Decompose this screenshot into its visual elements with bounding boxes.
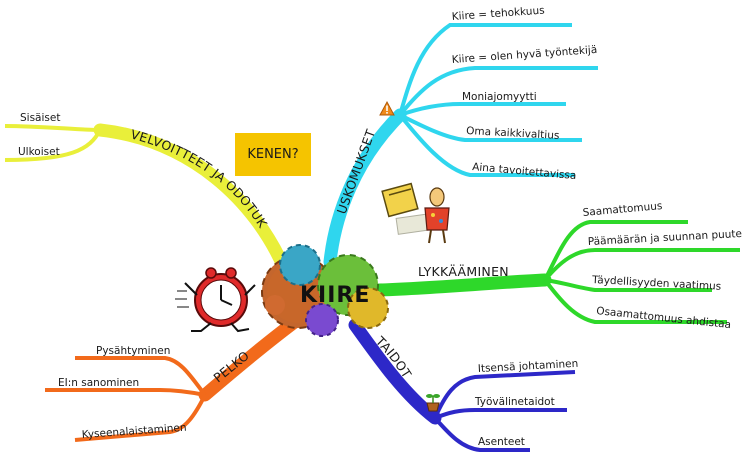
uskomukset-item-4: Oma kaikkivaltius: [466, 125, 560, 142]
uskomukset-item-2: Kiire = olen hyvä työntekijä: [451, 44, 597, 66]
pelko-item-1: Pysähtyminen: [96, 345, 170, 357]
branch-lykkaaminen: [373, 220, 740, 324]
branch-label-lykkaaminen: LYKKÄÄMINEN: [418, 264, 509, 279]
branch-label-uskomukset: USKOMUKSET: [334, 127, 379, 216]
uskomukset-item-3: Moniajomyytti: [462, 91, 537, 103]
gear-yellow: [347, 287, 389, 329]
lykkaaminen-item-4: Osaamattomuus ahdistaa: [596, 305, 732, 331]
pelko-item-3: Kyseenalaistaminen: [81, 422, 187, 441]
uskomukset-item-1: Kiire = tehokkuus: [451, 5, 545, 23]
pelko-item-2: EI:n sanominen: [58, 377, 139, 389]
branch-taidot: [348, 318, 576, 452]
lykkaaminen-item-1: Saamattomuus: [582, 200, 663, 219]
calendar-person-icon: [381, 182, 450, 244]
kenen-note-text: KENEN?: [247, 147, 299, 162]
uskomukset-item-5: Aina tavoitettavissa: [472, 161, 577, 182]
sprout-icon: [426, 394, 440, 412]
branch-velvoitteet: [4, 123, 292, 277]
branch-uskomukset: [323, 23, 598, 269]
velvoitteet-item-2: Ulkoiset: [18, 146, 60, 158]
gear-purple: [305, 303, 339, 337]
kenen-note: KENEN?: [235, 133, 311, 176]
taidot-item-1: Itsensä johtaminen: [478, 358, 579, 375]
center-gears: [261, 244, 389, 337]
warning-icon: [379, 100, 395, 116]
taidot-item-3: Asenteet: [478, 436, 525, 448]
gear-teal: [279, 244, 321, 286]
velvoitteet-item-1: Sisäiset: [20, 112, 60, 124]
center-title: KIIRE: [300, 283, 370, 308]
lykkaaminen-item-2: Päämäärän ja suunnan puute: [588, 228, 743, 248]
taidot-item-2: Työvälinetaidot: [474, 396, 555, 408]
running-clock-icon: [175, 267, 256, 333]
